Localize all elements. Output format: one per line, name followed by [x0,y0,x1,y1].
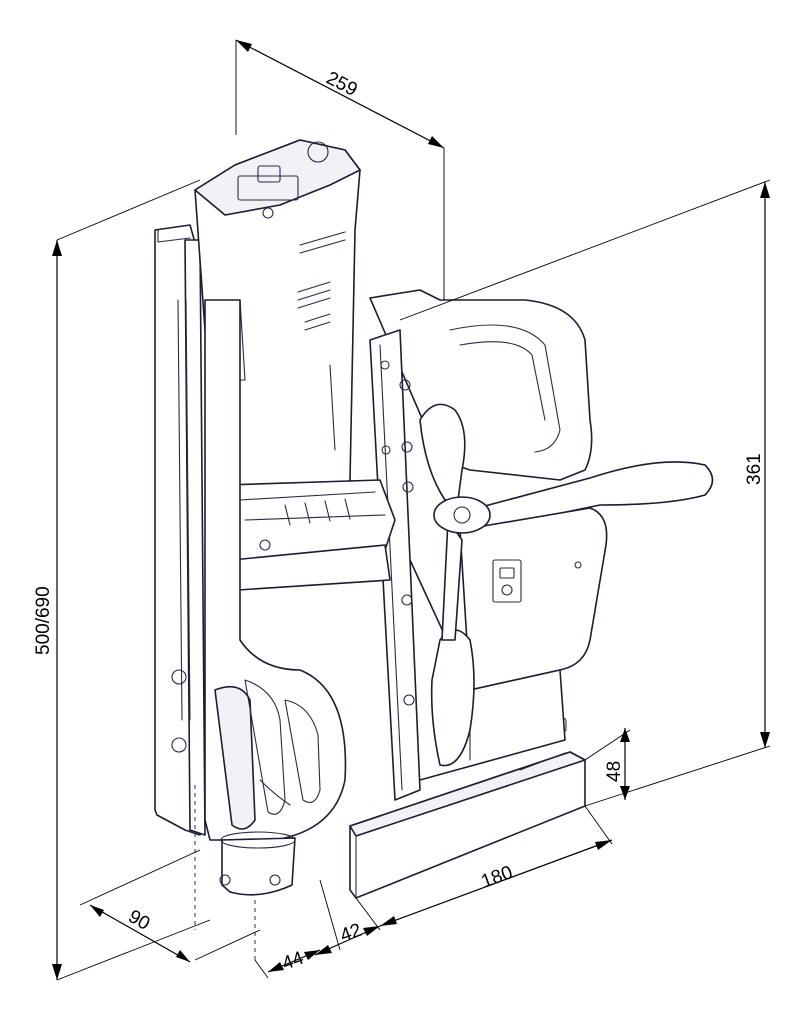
dim-back-height-label: 361 [744,453,765,485]
spindle [194,785,296,960]
magnet-base [349,717,586,899]
dim-base-height-label: 48 [604,761,625,782]
dimension-lines [52,39,771,981]
dim-base-length-label: 180 [479,862,516,893]
rear-housing [369,289,593,481]
dim-width-top-label: 259 [323,68,361,101]
gearbox [224,479,396,591]
motor-lower-body [204,299,347,841]
magnetic-drill-illustration [154,139,714,960]
guide-rail [369,329,421,801]
slide-plate [154,224,206,836]
feed-handles [419,403,491,767]
side-handle [469,461,714,531]
dim-offset-b-label: 44 [280,948,307,975]
control-panel [459,507,608,691]
dim-depth-label: 90 [125,906,154,935]
dim-total-height-label: 500/690 [33,586,54,655]
